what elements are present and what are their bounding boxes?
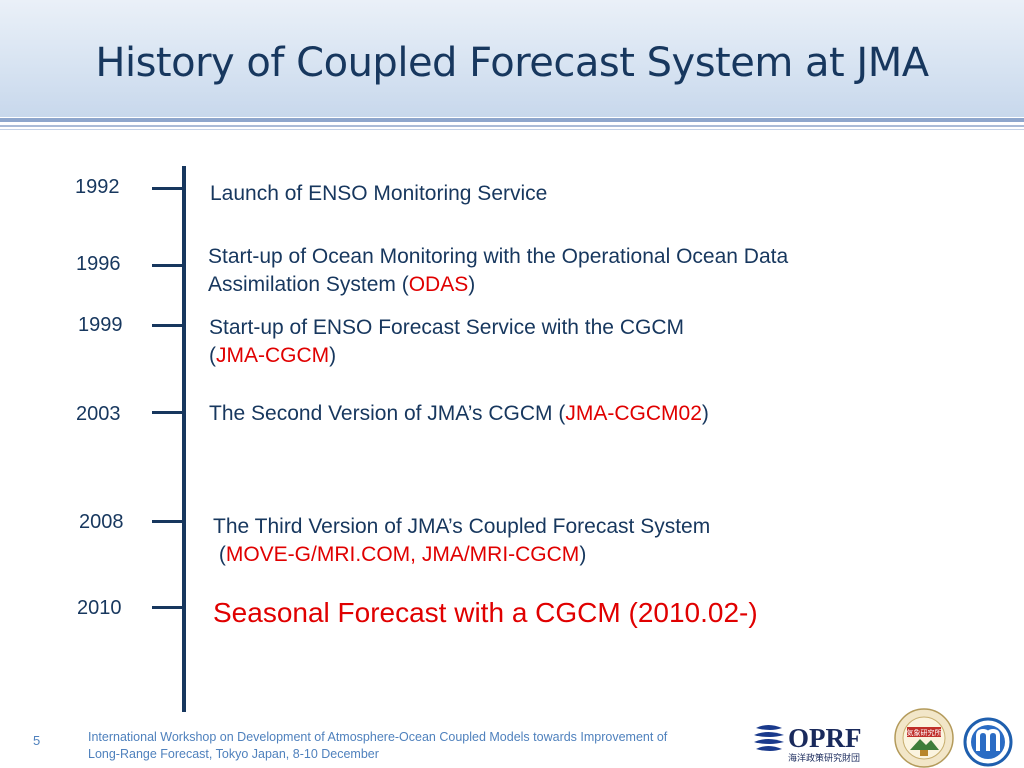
timeline-tick <box>152 606 182 609</box>
timeline-year: 2008 <box>79 511 124 533</box>
event-text: The Second Version of JMA’s CGCM ( <box>209 402 566 425</box>
title-band <box>0 0 1024 117</box>
event-text: ) <box>468 273 476 296</box>
footer-line: International Workshop on Development of… <box>88 730 668 744</box>
timeline-year: 1996 <box>76 253 121 275</box>
model-name-highlight: JMA-CGCM02 <box>565 402 702 425</box>
timeline-year: 2010 <box>77 597 122 619</box>
timeline-year: 2003 <box>76 403 121 425</box>
timeline-tick <box>152 411 182 414</box>
footer-line: Long-Range Forecast, Tokyo Japan, 8-10 D… <box>88 747 379 761</box>
event-text: ) <box>579 543 587 566</box>
timeline-event: Launch of ENSO Monitoring Service <box>210 182 548 205</box>
title-rule-faint <box>0 129 1024 130</box>
timeline-tick <box>152 264 182 267</box>
event-line: Assimilation System (ODAS) <box>208 271 788 299</box>
event-text: Assimilation System ( <box>208 273 409 296</box>
page-number: 5 <box>33 733 41 748</box>
oprf-logo-subtext: 海洋政策研究財団 <box>788 752 860 764</box>
title-rule <box>0 118 1024 122</box>
mri-logo: 気象研究所 <box>894 708 954 768</box>
event-line: (JMA-CGCM) <box>209 342 684 370</box>
oprf-logo-text: OPRF <box>788 723 862 753</box>
timeline-year: 1992 <box>75 176 120 198</box>
title-rule-thin <box>0 125 1024 127</box>
oprf-wave-icon <box>754 725 784 751</box>
timeline-tick <box>152 520 182 523</box>
timeline-axis <box>182 166 186 712</box>
event-text: ) <box>701 402 709 425</box>
event-text: ( <box>213 543 226 566</box>
timeline-event-highlight: Seasonal Forecast with a CGCM (2010.02-) <box>213 597 758 628</box>
timeline-event: The Third Version of JMA’s Coupled Forec… <box>213 513 710 569</box>
model-name-highlight: ODAS <box>408 273 469 296</box>
event-text: ( <box>209 344 216 367</box>
timeline-tick <box>152 187 182 190</box>
slide-title: History of Coupled Forecast System at JM… <box>95 40 929 86</box>
jma-logo <box>963 717 1013 767</box>
event-text: ) <box>329 344 337 367</box>
model-name-highlight: JMA-CGCM <box>216 344 330 367</box>
mri-logo-text: 気象研究所 <box>907 728 942 737</box>
timeline-tick <box>152 324 182 327</box>
timeline-event: The Second Version of JMA’s CGCM (JMA-CG… <box>209 400 709 428</box>
timeline-year: 1999 <box>78 314 123 336</box>
event-line: Start-up of Ocean Monitoring with the Op… <box>208 245 789 268</box>
event-line: The Third Version of JMA’s Coupled Forec… <box>213 515 711 538</box>
timeline-event: Start-up of Ocean Monitoring with the Op… <box>208 243 788 299</box>
event-line: (MOVE-G/MRI.COM, JMA/MRI-CGCM) <box>213 541 710 569</box>
model-name-highlight: MOVE-G/MRI.COM, JMA/MRI-CGCM <box>225 543 580 566</box>
oprf-logo: OPRF 海洋政策研究財団 <box>754 723 862 764</box>
timeline-event: Start-up of ENSO Forecast Service with t… <box>209 314 684 370</box>
footer-text: International Workshop on Development of… <box>88 729 748 763</box>
event-line: Start-up of ENSO Forecast Service with t… <box>209 316 684 339</box>
